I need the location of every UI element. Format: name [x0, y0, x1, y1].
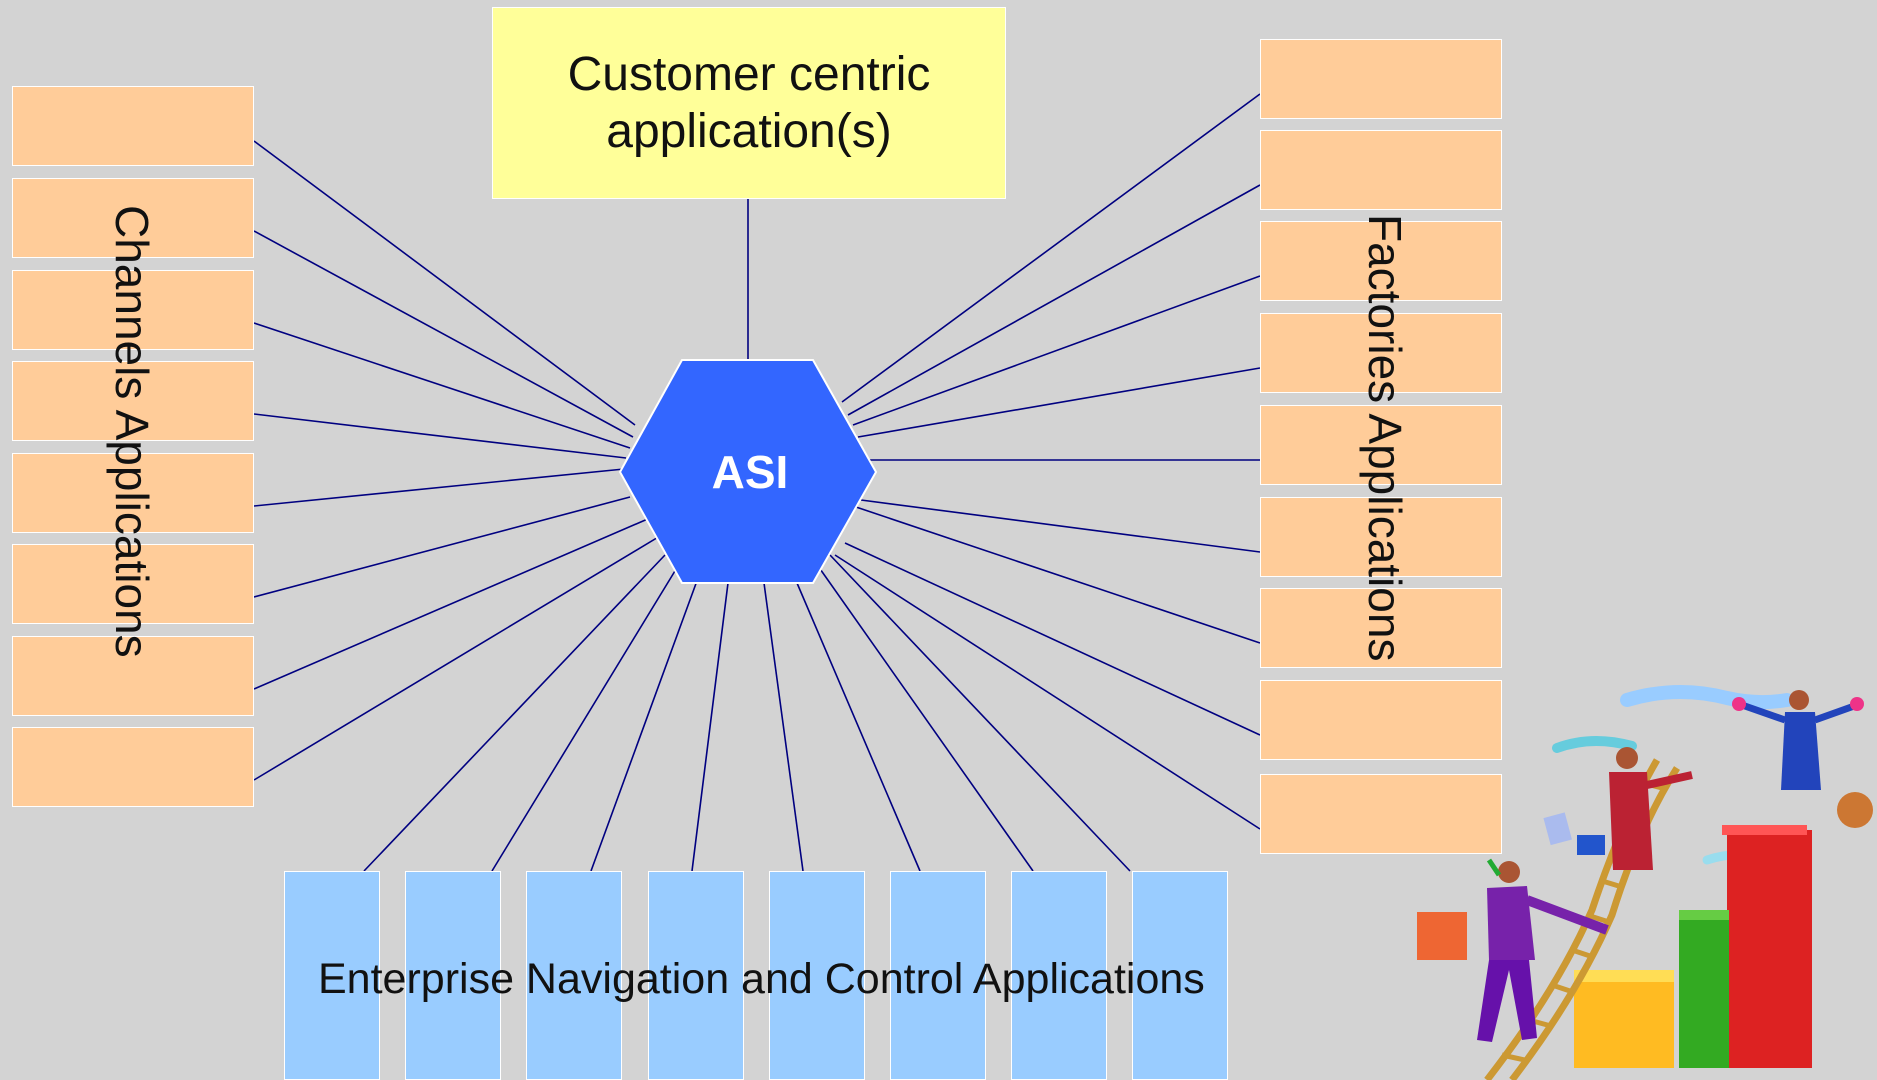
enterprise-box [648, 871, 744, 1080]
customer-centric-box: Customer centric application(s) [492, 7, 1006, 199]
connector-line [857, 367, 1261, 438]
channel-box [12, 727, 254, 807]
connector-line [253, 468, 625, 507]
channel-box [12, 453, 254, 533]
channel-box [12, 86, 254, 166]
connector-line [253, 140, 636, 426]
channels-label: Channels Applications [106, 205, 158, 658]
factory-box [1260, 313, 1502, 393]
connector-line [763, 582, 804, 872]
connector-line [817, 565, 1034, 872]
enterprise-box [890, 871, 986, 1080]
asi-label: ASI [711, 446, 789, 498]
enterprise-box [526, 871, 622, 1080]
connector-line [844, 542, 1261, 736]
enterprise-box [1011, 871, 1107, 1080]
connector-line [253, 517, 651, 690]
factory-box [1260, 405, 1502, 485]
factory-box [1260, 39, 1502, 119]
factory-box [1260, 130, 1502, 210]
connector-line [253, 532, 666, 781]
channel-box [12, 270, 254, 350]
connector-line [841, 93, 1261, 403]
connector-line [829, 554, 1131, 872]
connector-line [847, 184, 1261, 416]
factory-box [1260, 497, 1502, 577]
factory-box [1260, 680, 1502, 760]
connector-line [796, 582, 921, 872]
customer-centric-line2: application(s) [606, 105, 892, 158]
connector-line [691, 582, 729, 872]
enterprise-box [405, 871, 501, 1080]
connector-line [855, 506, 1261, 644]
channel-box [12, 361, 254, 441]
climbing-illustration [1417, 684, 1873, 1080]
connector-line [253, 322, 631, 449]
connector-line [590, 577, 699, 872]
connector-line [852, 275, 1261, 426]
channel-box [12, 544, 254, 624]
connector-line [363, 554, 666, 872]
connector-line [491, 565, 679, 872]
channel-box [12, 636, 254, 716]
factory-box [1260, 221, 1502, 301]
channel-box [12, 178, 254, 258]
connector-line [253, 230, 634, 438]
enterprise-box [284, 871, 380, 1080]
connector-line [834, 554, 1261, 830]
customer-centric-line1: Customer centric [567, 48, 931, 101]
enterprise-label: Enterprise Navigation and Control Applic… [318, 955, 1205, 1003]
factory-box [1260, 588, 1502, 668]
enterprise-box [769, 871, 865, 1080]
connector-line [253, 496, 631, 598]
factory-box [1260, 774, 1502, 854]
factories-label: Factories Applications [1359, 214, 1411, 662]
connector-line [860, 499, 1261, 553]
connector-line [253, 413, 627, 459]
